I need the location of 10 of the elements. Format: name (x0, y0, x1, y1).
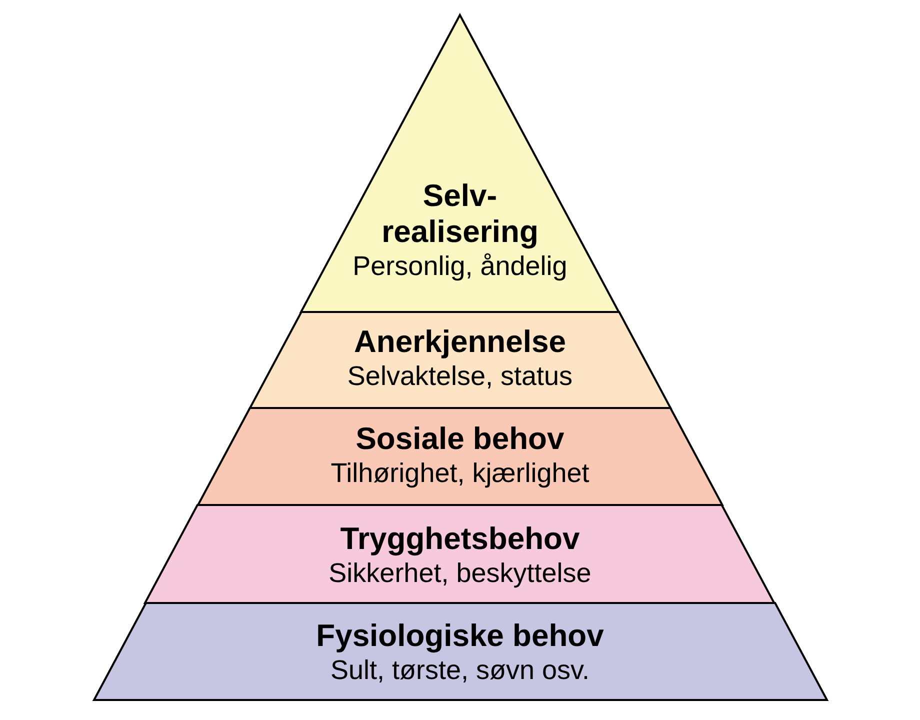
tier-description: Selvaktelse, status (347, 360, 573, 392)
tier-heading: Selv- realisering (380, 178, 540, 250)
tier-heading: Anerkjennelse (354, 324, 566, 360)
tier-heading: Fysiologiske behov (316, 618, 604, 654)
tier-description: Personlig, åndelig (352, 250, 568, 282)
tier-description: Sikkerhet, beskyttelse (328, 557, 592, 589)
tier-description: Sult, tørste, søvn osv. (330, 654, 590, 686)
tier-heading: Sosiale behov (356, 421, 564, 457)
tier-heading: Trygghetsbehov (340, 521, 580, 557)
tier-description: Tilhørighet, kjærlighet (330, 457, 590, 489)
